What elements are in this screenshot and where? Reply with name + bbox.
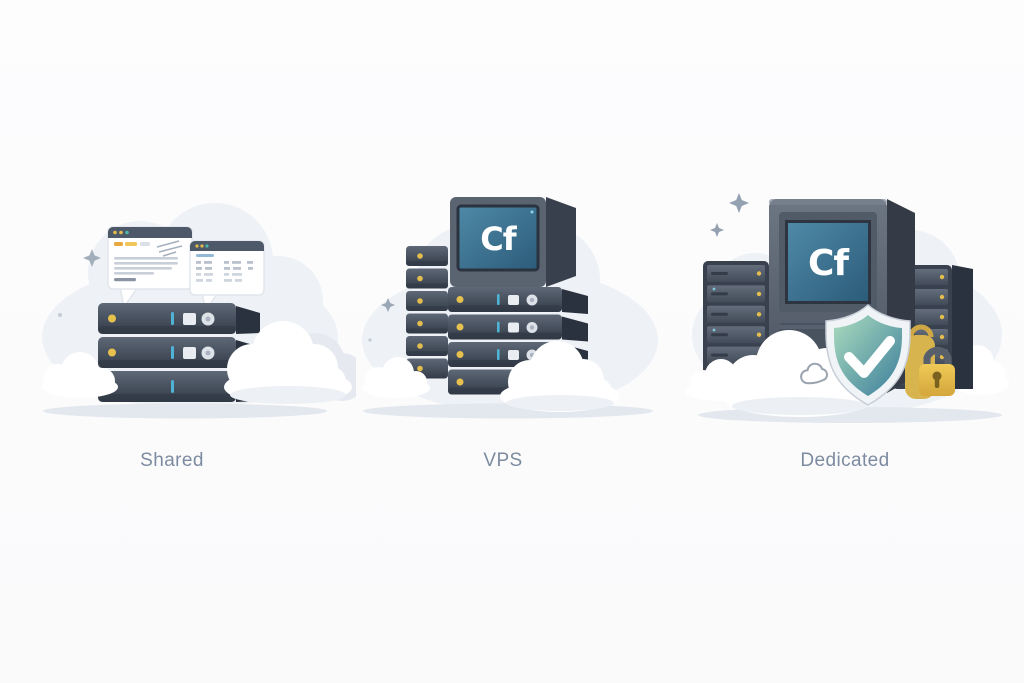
led-indicator bbox=[417, 253, 423, 259]
cloud-icon bbox=[685, 359, 753, 401]
sparkle-dot-icon bbox=[58, 313, 62, 317]
slot-indicator bbox=[171, 380, 174, 393]
dedicated-illustration: Cf bbox=[685, 193, 1009, 423]
server-unit bbox=[406, 246, 448, 266]
led-indicator bbox=[417, 365, 423, 372]
server-unit bbox=[406, 336, 448, 356]
server-unit bbox=[98, 303, 260, 334]
drive-button bbox=[183, 347, 196, 359]
slot-indicator bbox=[497, 349, 500, 360]
window-titlebar bbox=[190, 241, 264, 251]
server-unit bbox=[406, 313, 448, 334]
table-marks bbox=[196, 261, 253, 270]
slot-indicator bbox=[171, 312, 174, 325]
vps-illustration: Cf bbox=[362, 197, 658, 419]
slot-indicator bbox=[497, 321, 500, 333]
tier-label-vps: VPS bbox=[483, 450, 523, 471]
check-mark bbox=[844, 336, 895, 378]
slot-indicator bbox=[497, 294, 500, 305]
tier-label-shared: Shared bbox=[140, 450, 204, 471]
sparkle-icon bbox=[83, 249, 101, 267]
shield-check-icon bbox=[825, 303, 911, 406]
server-stack-icon bbox=[98, 303, 260, 402]
sparkle-dot-icon bbox=[368, 338, 372, 342]
led-indicator bbox=[417, 320, 423, 327]
led-indicator bbox=[417, 343, 423, 349]
cloud-icon bbox=[42, 352, 118, 398]
led-indicator bbox=[417, 275, 423, 282]
window-titlebar bbox=[108, 227, 192, 238]
led-indicator bbox=[417, 298, 423, 304]
cf-screen-text: Cf bbox=[808, 243, 849, 284]
ground-shadow bbox=[43, 403, 327, 419]
slot-indicator bbox=[171, 346, 174, 359]
browser-window-icon bbox=[189, 240, 265, 312]
drive-button bbox=[508, 295, 519, 305]
server-unit bbox=[448, 314, 588, 342]
sparkle-icon bbox=[710, 223, 724, 237]
server-unit bbox=[98, 337, 260, 368]
browser-window-icon bbox=[107, 226, 193, 309]
drive-button bbox=[508, 350, 519, 360]
led-indicator bbox=[108, 348, 116, 357]
monitor-cf-icon: Cf bbox=[450, 197, 576, 287]
led-indicator bbox=[456, 323, 464, 331]
padlock-icon bbox=[919, 346, 955, 396]
cf-screen-text: Cf bbox=[480, 220, 517, 258]
sketch-lines bbox=[156, 240, 183, 257]
cloud-icon bbox=[362, 357, 430, 398]
sparkle-icon bbox=[729, 193, 749, 213]
server-unit bbox=[448, 287, 588, 314]
cloud-doodle-icon bbox=[800, 362, 829, 385]
shared-illustration bbox=[42, 203, 356, 419]
led-indicator bbox=[456, 351, 464, 358]
cloud-icon bbox=[224, 321, 352, 405]
keyhole bbox=[932, 371, 942, 381]
server-column-icon bbox=[406, 246, 448, 379]
drive-button bbox=[508, 322, 519, 333]
led-indicator bbox=[456, 296, 464, 303]
text-lines bbox=[114, 257, 178, 275]
tier-label-dedicated: Dedicated bbox=[800, 450, 890, 471]
table-marks bbox=[196, 273, 242, 282]
server-unit bbox=[406, 291, 448, 311]
server-unit bbox=[406, 268, 448, 289]
sparkle-icon bbox=[381, 298, 395, 312]
cloud-icon bbox=[500, 341, 620, 412]
led-indicator bbox=[108, 314, 116, 323]
led-indicator bbox=[456, 378, 464, 386]
drive-button bbox=[183, 313, 196, 325]
